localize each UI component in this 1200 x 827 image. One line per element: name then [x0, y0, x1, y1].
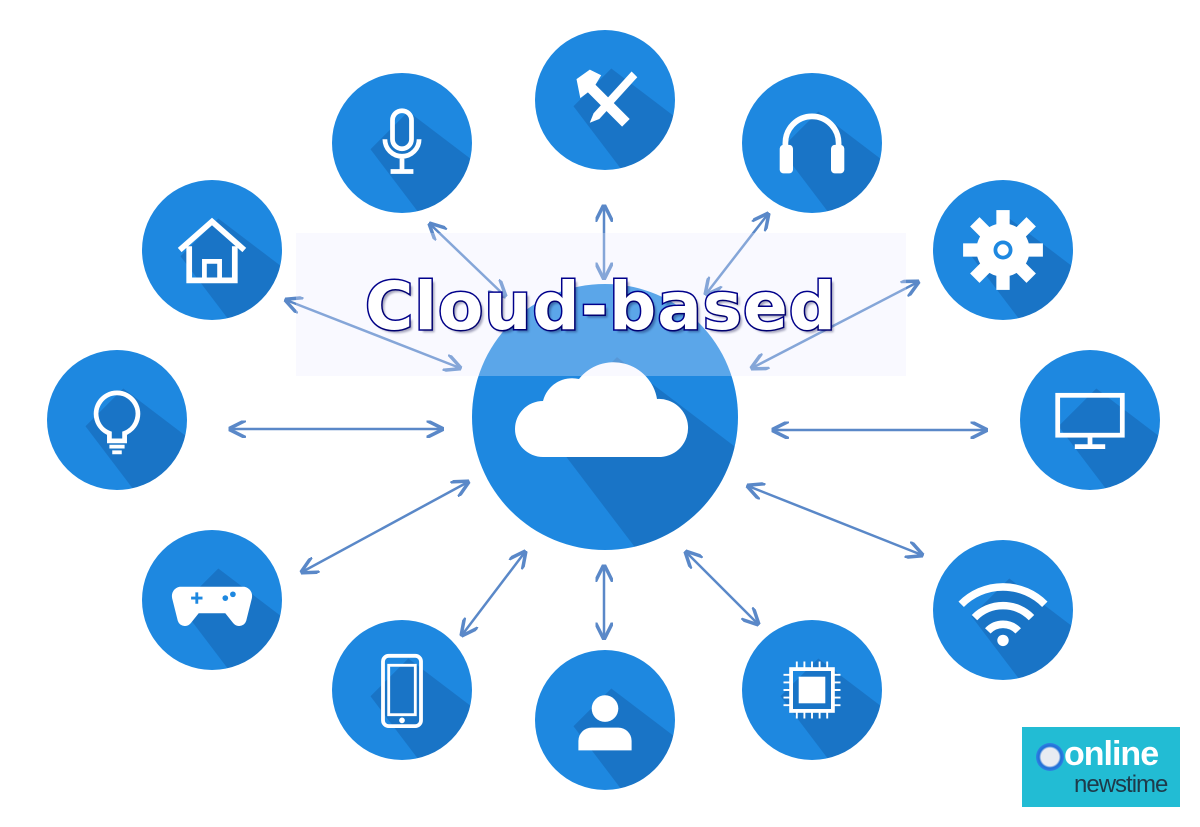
device-node: [47, 350, 187, 490]
tools-icon: [576, 69, 638, 127]
device-node: [1020, 350, 1160, 490]
bidirectional-arrow: [752, 282, 918, 368]
device-node: [332, 620, 472, 760]
diagram-title: Cloud-based: [363, 267, 838, 347]
device-node: [535, 650, 675, 790]
user-icon: [578, 695, 632, 751]
monitor-icon: [1055, 392, 1125, 449]
wifi-icon: [958, 583, 1048, 647]
logo-line2: newstime: [1074, 771, 1168, 798]
bidirectional-arrow: [686, 552, 758, 624]
device-node: [742, 620, 882, 760]
bidirectional-arrow: [748, 486, 922, 555]
bidirectional-arrow: [430, 224, 505, 296]
microphone-icon: [382, 108, 422, 174]
site-logo: online newstime: [1022, 727, 1180, 807]
logo-globe-icon: [1036, 743, 1064, 771]
gear-icon: [963, 210, 1043, 290]
chip-icon: [783, 661, 841, 719]
device-nodes: [47, 30, 1160, 790]
home-icon: [177, 217, 247, 284]
connection-arrows: [230, 206, 986, 638]
title-backdrop: [296, 233, 906, 376]
bidirectional-arrow: [302, 482, 468, 572]
cloud-icon: [515, 362, 689, 457]
headphones-icon: [779, 113, 845, 174]
gamepad-icon: [171, 586, 253, 626]
logo-line1: online: [1064, 735, 1159, 773]
device-node: [933, 540, 1073, 680]
device-node: [535, 30, 675, 170]
bidirectional-arrow: [706, 214, 768, 294]
lightbulb-icon: [93, 390, 141, 455]
smartphone-icon: [381, 653, 423, 729]
bidirectional-arrow: [286, 300, 460, 368]
bidirectional-arrow: [462, 552, 525, 635]
